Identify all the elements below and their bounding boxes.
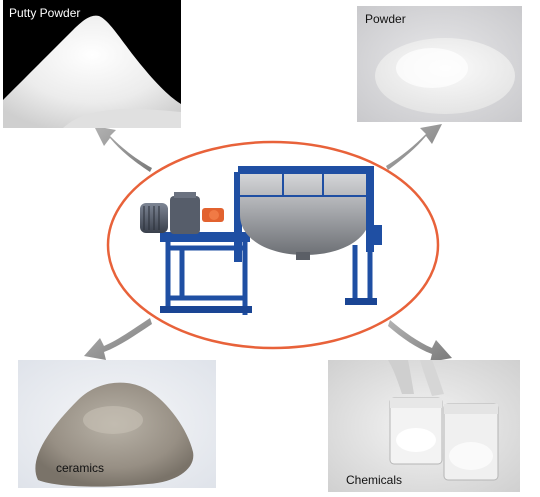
panel-putty-powder: Putty Powder <box>3 0 181 128</box>
putty-powder-image <box>3 15 181 128</box>
panel-ceramics: ceramics <box>18 360 216 488</box>
arrow-top-right-icon <box>386 124 442 170</box>
arrow-bottom-right-icon <box>388 320 452 362</box>
powder-image <box>357 6 522 122</box>
panel-chemicals: Chemicals <box>328 360 520 492</box>
powder-label: Powder <box>365 12 406 26</box>
arrow-top-left-icon <box>94 126 152 172</box>
panel-powder: Powder <box>357 6 522 122</box>
ceramics-label: ceramics <box>56 461 105 475</box>
chemicals-image <box>328 360 520 492</box>
center-ellipse <box>106 140 440 350</box>
arrow-bottom-left-icon <box>84 318 152 360</box>
chemicals-label: Chemicals <box>346 473 403 487</box>
putty-powder-label: Putty Powder <box>9 6 81 20</box>
ceramics-image <box>18 360 216 488</box>
ribbon-mixer-machine <box>140 166 382 315</box>
